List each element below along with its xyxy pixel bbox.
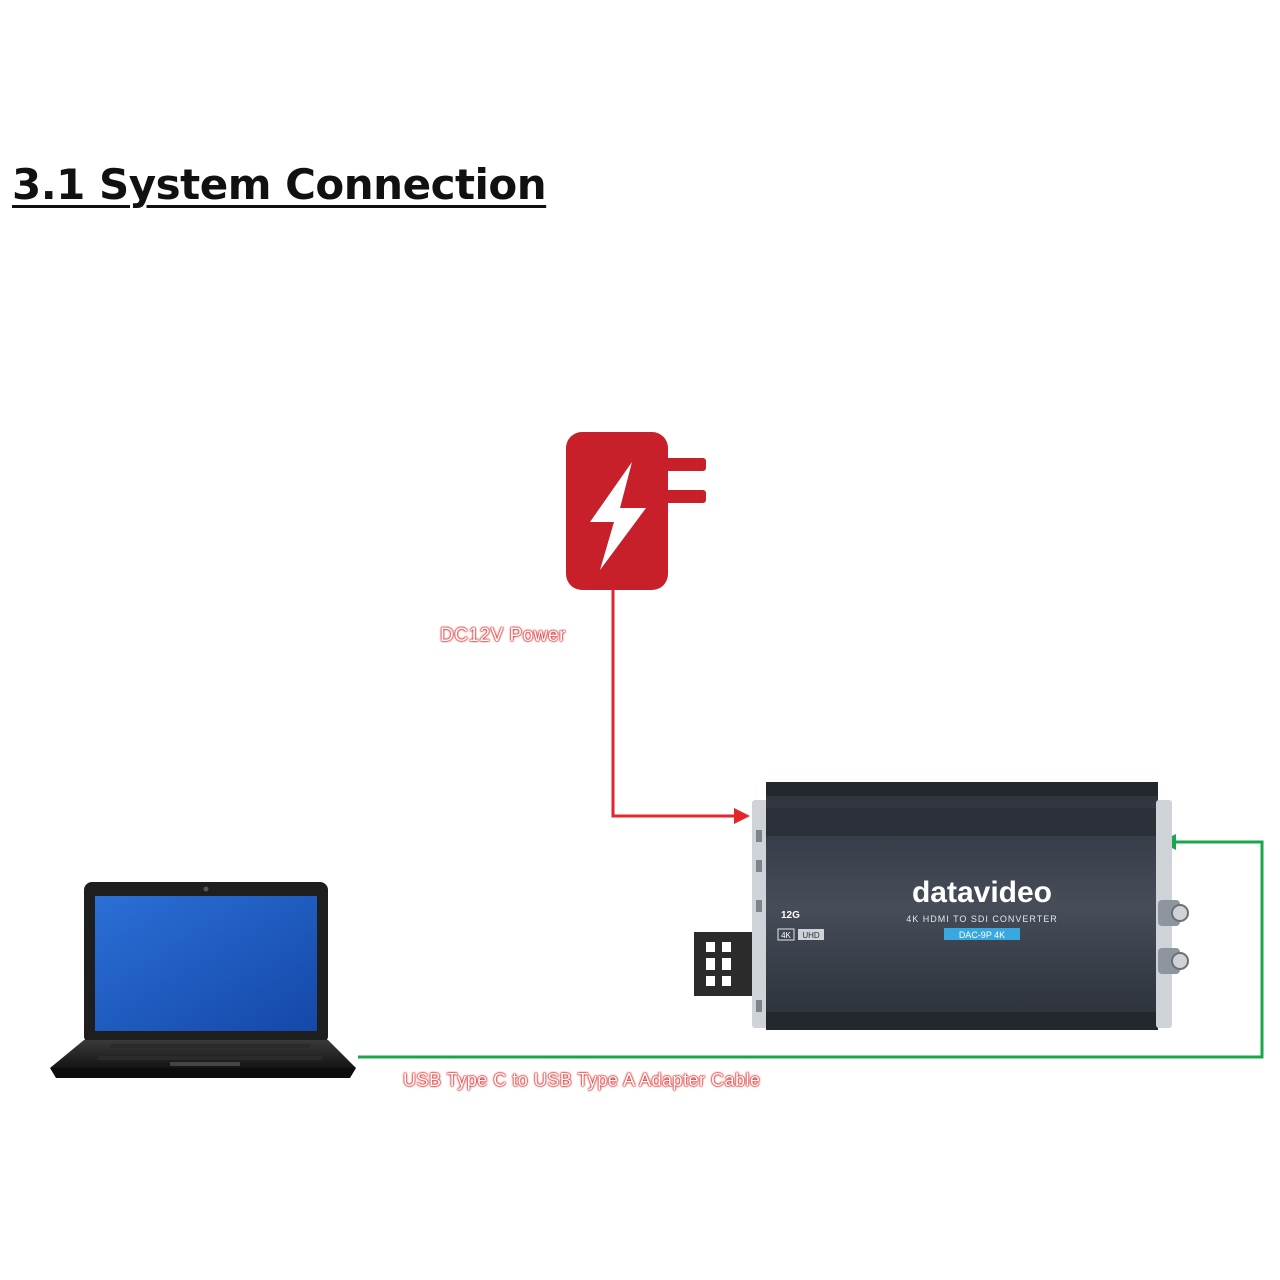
power-cable-label: DC12V Power [440,625,566,646]
power-adapter-icon [566,432,706,590]
laptop-icon [50,882,356,1078]
badge-12g: 12G [781,910,800,921]
mounting-bracket [694,932,754,996]
badge-4k: 4K [781,931,791,940]
power-cable-line [611,590,750,824]
bnc-connector-bottom [1158,948,1189,974]
usb-cable-label: USB Type C to USB Type A Adapter Cable [403,1070,761,1090]
model-badge [944,928,1020,940]
device-subtitle: 4K HDMI TO SDI CONVERTER [906,914,1058,924]
section-title: 3.1 System Connection [12,160,547,209]
device-model: DAC-9P 4K [959,930,1005,940]
device-brand: datavideo [912,876,1052,909]
lightning-bolt-icon [590,462,646,570]
bnc-connector-top [1158,900,1189,926]
converter-device: datavideo 4K HDMI TO SDI CONVERTER DAC-9… [694,782,1189,1030]
badge-uhd: UHD [802,931,820,940]
